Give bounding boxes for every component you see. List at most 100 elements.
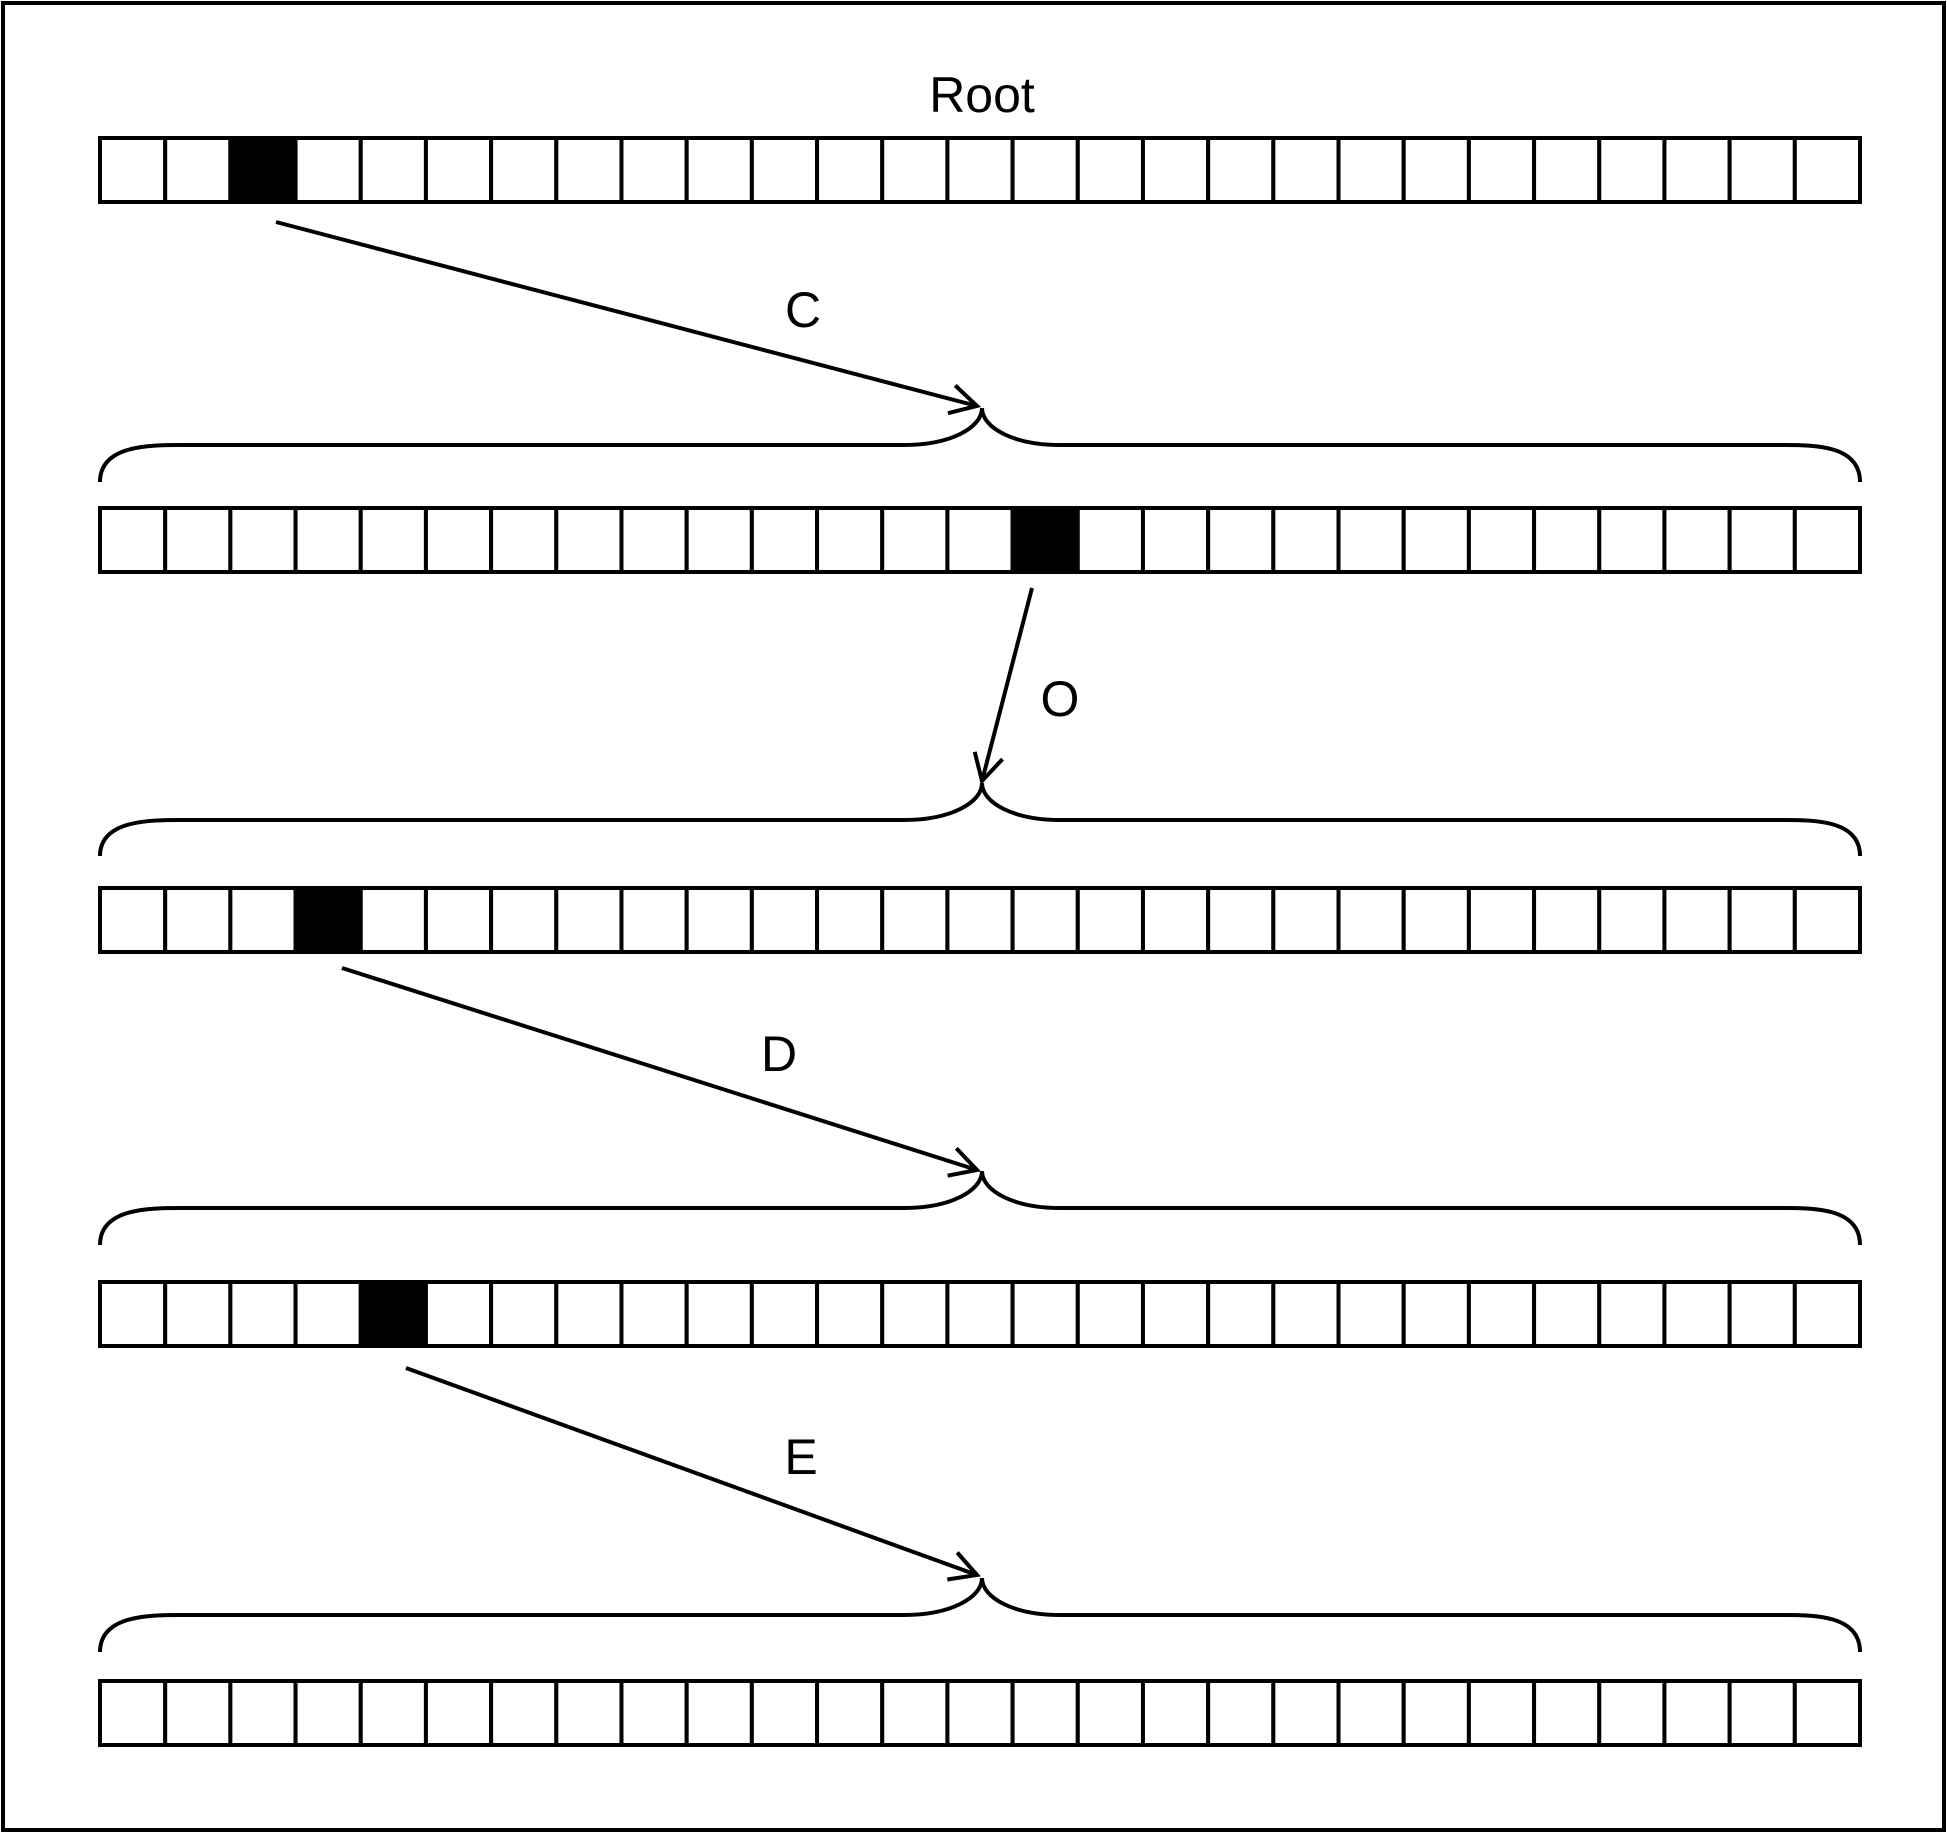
array-cell xyxy=(945,886,1015,954)
array-cell xyxy=(1532,886,1602,954)
array-cell xyxy=(1401,1679,1471,1747)
array-cell xyxy=(619,886,689,954)
array-cell xyxy=(1401,1280,1471,1348)
array-cell xyxy=(749,1280,820,1348)
array-cell xyxy=(358,1679,428,1747)
edge-label-d: D xyxy=(761,1026,797,1082)
array-cell xyxy=(1401,136,1471,204)
array-cell xyxy=(619,136,689,204)
array-cell xyxy=(1075,886,1145,954)
array-cell xyxy=(98,886,168,954)
array-cell xyxy=(945,1679,1015,1747)
array-cell xyxy=(619,506,689,574)
array-cell xyxy=(1662,1280,1732,1348)
array-cell xyxy=(423,1679,494,1747)
array-cell xyxy=(1532,1679,1602,1747)
array-cell xyxy=(1075,136,1145,204)
array-cell xyxy=(489,136,559,204)
array-cell xyxy=(1466,1280,1537,1348)
array-cell xyxy=(358,506,428,574)
array-cell xyxy=(1271,886,1341,954)
array-cell xyxy=(1532,1280,1602,1348)
array-cell xyxy=(489,506,559,574)
root-label: Root xyxy=(929,67,1035,123)
array-cell xyxy=(1206,886,1276,954)
array-cell xyxy=(684,1679,754,1747)
array-cell xyxy=(554,1280,624,1348)
array-cell xyxy=(1336,136,1406,204)
array-cell xyxy=(1466,1679,1537,1747)
array-cell xyxy=(1010,136,1080,204)
array-cell xyxy=(163,1679,233,1747)
array-cell xyxy=(1140,506,1211,574)
array-cell xyxy=(1075,1280,1145,1348)
child-brace xyxy=(98,1170,1862,1246)
array-cell xyxy=(1271,136,1341,204)
array-cell xyxy=(945,136,1015,204)
array-cell xyxy=(554,886,624,954)
array-cell xyxy=(1727,506,1797,574)
array-cell xyxy=(163,136,233,204)
array-cell-marked xyxy=(358,1280,428,1348)
array-cell xyxy=(1792,506,1863,574)
array-cell xyxy=(423,1280,494,1348)
array-cell xyxy=(1336,886,1406,954)
braces xyxy=(98,407,1862,1653)
array-root xyxy=(98,136,1863,204)
array-cell xyxy=(293,1280,363,1348)
arrowhead xyxy=(947,1146,981,1178)
array-cell xyxy=(1792,886,1863,954)
array-cell xyxy=(1271,1280,1341,1348)
arrays xyxy=(98,136,1863,1747)
array-cell xyxy=(880,506,950,574)
array-cell xyxy=(1727,886,1797,954)
array-cell xyxy=(619,1679,689,1747)
array-cell xyxy=(98,506,168,574)
array-cell xyxy=(1597,506,1667,574)
array-cell-marked xyxy=(1010,506,1080,574)
array-cell xyxy=(1662,506,1732,574)
array-cell xyxy=(880,136,950,204)
array-cell xyxy=(1466,136,1537,204)
array-cell xyxy=(1010,1280,1080,1348)
array-cell xyxy=(554,506,624,574)
array-cell xyxy=(749,506,820,574)
array-cell xyxy=(228,1280,298,1348)
array-cell xyxy=(228,506,298,574)
array-level-e xyxy=(98,1679,1863,1747)
array-cell xyxy=(945,1280,1015,1348)
child-brace xyxy=(98,782,1862,857)
array-cell xyxy=(1206,1679,1276,1747)
array-cell xyxy=(1727,1280,1797,1348)
array-cell xyxy=(1401,506,1471,574)
array-cell xyxy=(1597,136,1667,204)
array-cell-marked xyxy=(293,886,363,954)
array-cell xyxy=(423,506,494,574)
array-cell xyxy=(1075,1679,1145,1747)
array-cell xyxy=(1792,1679,1863,1747)
array-cell xyxy=(1140,1280,1211,1348)
array-cell xyxy=(945,506,1015,574)
array-cell xyxy=(749,886,820,954)
array-cell xyxy=(163,1280,233,1348)
arrowhead xyxy=(947,383,982,416)
array-cell xyxy=(749,1679,820,1747)
array-cell-marked xyxy=(228,136,298,204)
array-cell xyxy=(880,1679,950,1747)
array-cell xyxy=(554,136,624,204)
array-cell xyxy=(228,886,298,954)
array-level-c xyxy=(98,506,1863,574)
array-cell xyxy=(1466,886,1537,954)
array-cell xyxy=(1727,136,1797,204)
array-cell xyxy=(293,136,363,204)
array-cell xyxy=(1010,886,1080,954)
array-cell xyxy=(1792,1280,1863,1348)
edge-arrow-d xyxy=(341,966,981,1178)
array-cell xyxy=(1271,1679,1341,1747)
array-cell xyxy=(684,136,754,204)
edge-arrow-e xyxy=(405,1366,981,1582)
array-cell xyxy=(293,506,363,574)
array-cell xyxy=(163,886,233,954)
array-cell xyxy=(293,1679,363,1747)
array-cell xyxy=(163,506,233,574)
